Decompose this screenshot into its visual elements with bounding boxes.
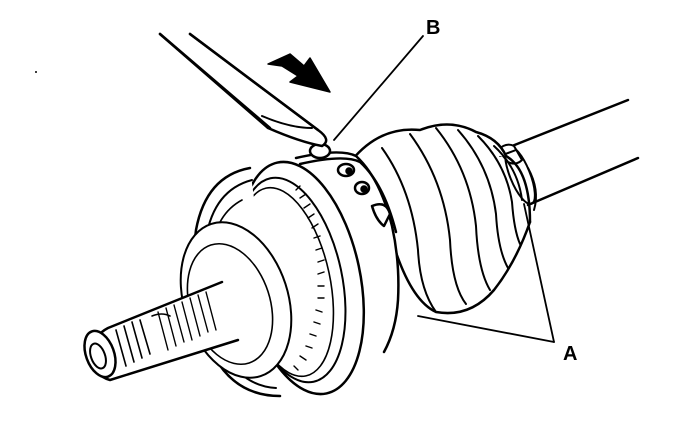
tone-ring-teeth (293, 185, 325, 371)
splined-stub-shaft (83, 280, 240, 382)
push-direction-arrow (267, 53, 331, 93)
callout-label-b: B (426, 17, 440, 39)
leader-a-lower (417, 315, 555, 343)
speck (35, 71, 37, 73)
leader-a-upper (523, 203, 555, 343)
leader-b (333, 35, 424, 141)
callout-label-a: A (563, 343, 577, 365)
screwdriver (158, 32, 328, 148)
cv-boot (350, 123, 532, 315)
leader-lines (333, 35, 555, 343)
